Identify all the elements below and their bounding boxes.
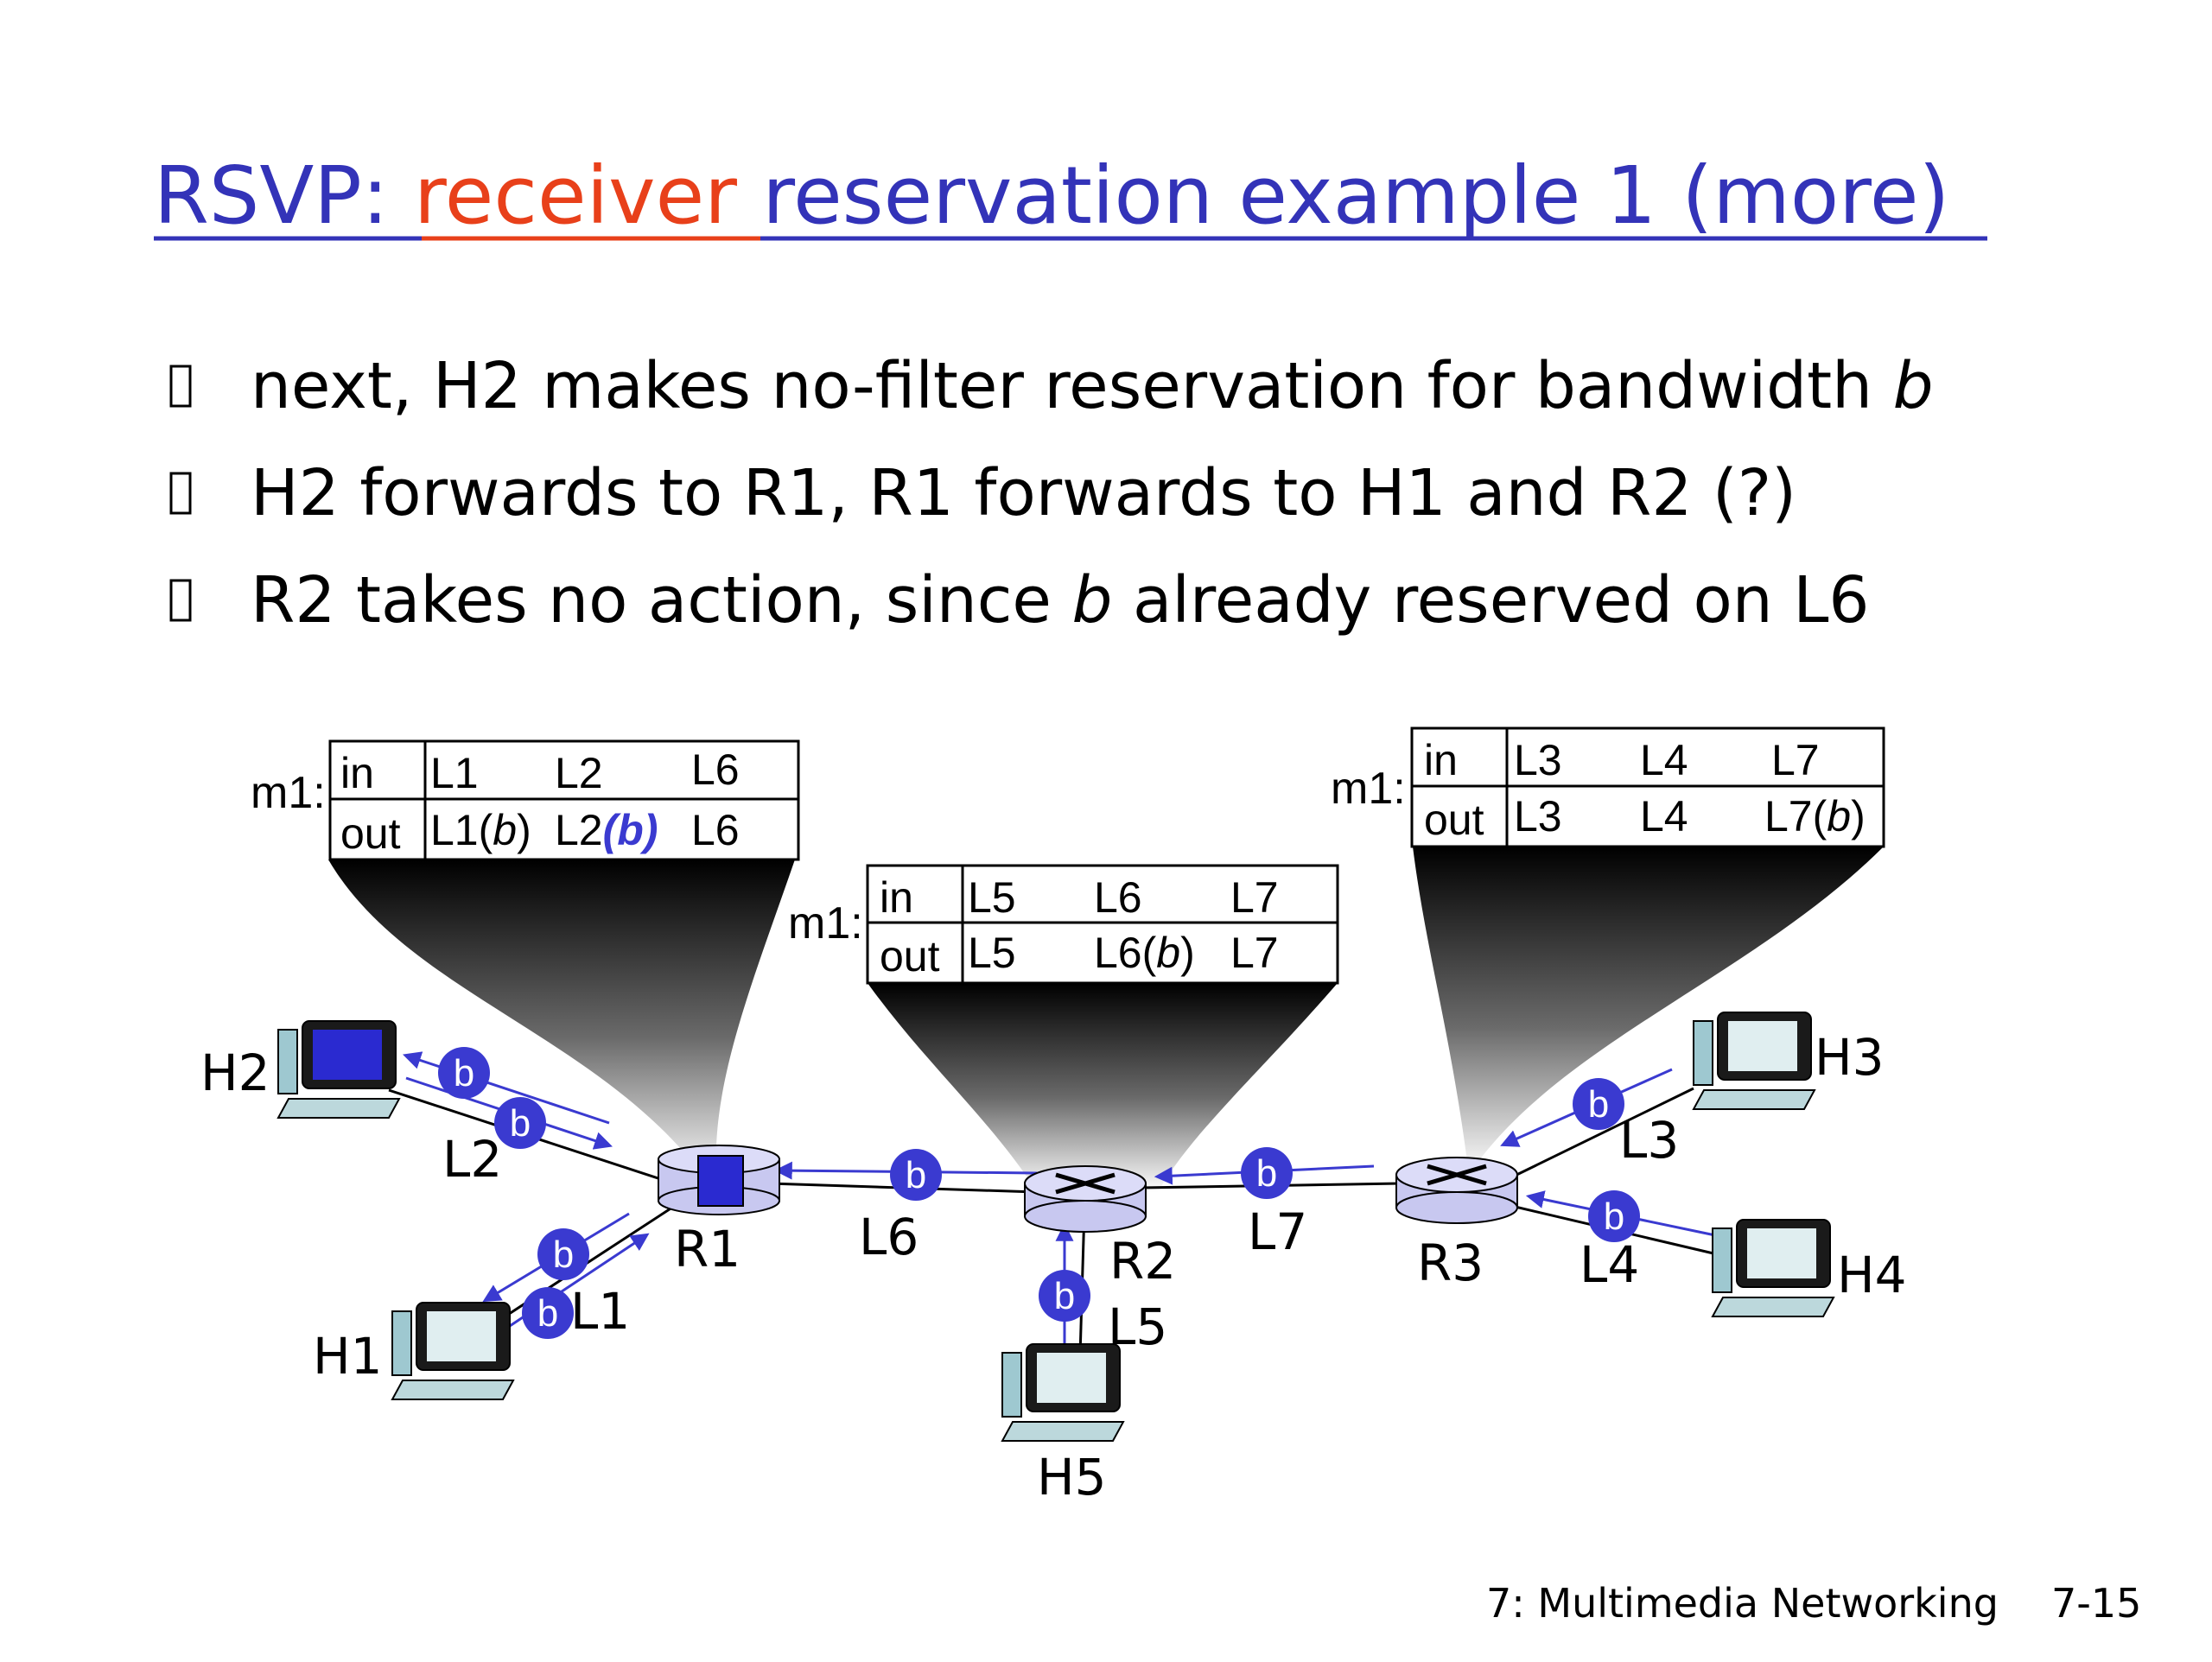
svg-text:L7: L7	[1230, 873, 1279, 922]
svg-text:in: in	[1424, 736, 1458, 784]
bullet-marker	[169, 365, 192, 408]
bullet-list: next, H2 makes no-filter reservation for…	[169, 349, 1934, 638]
host-h1	[391, 1302, 515, 1400]
link-l3	[1507, 1087, 1694, 1181]
title-accent: receiver	[414, 149, 737, 242]
router-r2	[1024, 1165, 1147, 1233]
badge-l5: b	[1039, 1270, 1090, 1322]
title-suffix: reservation example 1 (more)	[737, 149, 1949, 242]
table-r1: m1: in L1 L2 L6 out L1(b) L2(b) L6	[251, 739, 800, 861]
label-l7: L7	[1248, 1202, 1307, 1261]
label-l5: L5	[1108, 1297, 1167, 1356]
label-h4: H4	[1837, 1246, 1907, 1304]
footer-page: 7-15	[2051, 1580, 2141, 1627]
svg-text:b: b	[1256, 1152, 1277, 1195]
slide-title: RSVP: receiver reservation example 1 (mo…	[154, 149, 1949, 242]
svg-text:L6: L6	[1094, 873, 1142, 922]
table-r1-label: m1:	[251, 768, 326, 818]
svg-text:in: in	[340, 749, 374, 797]
label-r3: R3	[1417, 1234, 1484, 1292]
label-l2: L2	[442, 1130, 502, 1189]
label-h5: H5	[1037, 1448, 1107, 1507]
label-l1: L1	[570, 1282, 630, 1341]
router-r1	[658, 1145, 780, 1215]
svg-text:L7(b): L7(b)	[1764, 792, 1866, 841]
table-r2-label: m1:	[788, 898, 863, 948]
svg-text:b: b	[510, 1102, 531, 1145]
svg-text:L7: L7	[1771, 736, 1820, 784]
svg-text:b: b	[1588, 1083, 1609, 1126]
svg-text:L7: L7	[1230, 929, 1279, 977]
host-h3	[1692, 1012, 1816, 1110]
badge-l4: b	[1588, 1190, 1640, 1242]
bullet-marker	[169, 579, 192, 622]
svg-text:b: b	[553, 1234, 574, 1276]
svg-text:L3: L3	[1514, 792, 1562, 841]
svg-text:out: out	[880, 932, 940, 980]
svg-text:b: b	[1054, 1275, 1075, 1317]
label-l4: L4	[1580, 1235, 1639, 1294]
badge-h1-lower: b	[522, 1287, 574, 1339]
svg-text:L6: L6	[691, 745, 740, 794]
svg-text:L5: L5	[968, 873, 1016, 922]
bullet-2: H2 forwards to R1, R1 forwards to H1 and…	[251, 456, 1796, 530]
bullet-1: next, H2 makes no-filter reservation for…	[251, 349, 1934, 423]
svg-text:b: b	[906, 1154, 926, 1196]
host-h5	[1001, 1343, 1125, 1442]
svg-text:L4: L4	[1640, 736, 1688, 784]
badge-h2-lower: b	[494, 1097, 546, 1149]
table-r3-label: m1:	[1331, 764, 1406, 814]
label-h3: H3	[1815, 1028, 1885, 1087]
svg-text:b: b	[454, 1052, 474, 1094]
bullet-marker	[169, 472, 192, 515]
beam-r3	[1413, 847, 1884, 1175]
badge-l7: b	[1241, 1147, 1293, 1199]
label-r2: R2	[1109, 1232, 1176, 1291]
badge-l6: b	[890, 1149, 942, 1201]
svg-text:L1(b): L1(b)	[430, 806, 531, 854]
svg-text:L6: L6	[691, 806, 740, 854]
svg-text:L2: L2	[555, 749, 603, 797]
label-h1: H1	[313, 1327, 383, 1386]
badge-h1-upper: b	[537, 1228, 589, 1280]
title-prefix: RSVP:	[154, 149, 414, 242]
label-h2: H2	[200, 1044, 270, 1102]
label-r1: R1	[674, 1220, 741, 1278]
labels: H2 H1 H5 H3 H4 R1 R2 R3 L2 L1 L6 L7 L5 L…	[200, 1028, 1907, 1507]
svg-text:b: b	[1604, 1196, 1624, 1238]
badge-l3: b	[1573, 1078, 1624, 1130]
svg-text:b: b	[537, 1292, 558, 1335]
host-h2	[276, 1020, 401, 1119]
svg-text:L5: L5	[968, 929, 1016, 977]
label-l3: L3	[1619, 1111, 1679, 1170]
svg-text:L3: L3	[1514, 736, 1562, 784]
svg-text:out: out	[340, 809, 401, 858]
svg-text:L4: L4	[1640, 792, 1688, 841]
svg-text:in: in	[880, 873, 913, 922]
badges: b b b b b b b b b	[438, 1047, 1640, 1339]
table-r3: m1: in L3 L4 L7 out L3 L4 L7(b)	[1331, 726, 1885, 848]
router-r3	[1395, 1157, 1518, 1224]
svg-text:L2(b): L2(b)	[555, 806, 658, 854]
svg-text:L1: L1	[430, 749, 479, 797]
beam-r1	[328, 860, 795, 1183]
svg-text:out: out	[1424, 796, 1484, 844]
svg-text:L6(b): L6(b)	[1094, 929, 1195, 977]
host-h4	[1711, 1219, 1835, 1317]
badge-h2-upper: b	[438, 1047, 490, 1099]
bullet-3: R2 takes no action, since b already rese…	[251, 563, 1870, 638]
beam-r2	[868, 983, 1338, 1192]
table-r2: m1: in L5 L6 L7 out L5 L6(b) L7	[788, 864, 1339, 985]
label-l6: L6	[859, 1208, 918, 1266]
footer-chapter: 7: Multimedia Networking	[1486, 1580, 1999, 1627]
